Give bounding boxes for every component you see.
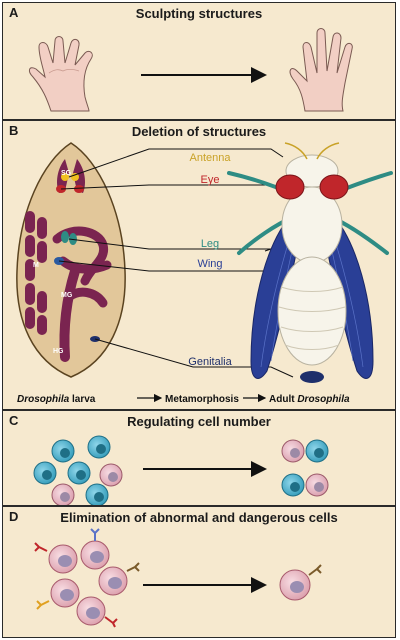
larva-label-sg: SG xyxy=(61,170,72,177)
panel-b-title: Deletion of structures xyxy=(131,124,267,139)
larva-muscle xyxy=(25,211,47,335)
panel-c: C Regulating cell number xyxy=(2,410,396,506)
cell xyxy=(98,566,128,596)
adult-fly xyxy=(227,142,393,383)
cell xyxy=(76,596,106,626)
panel-c-title: Regulating cell number xyxy=(127,414,271,429)
webbed-hand-icon xyxy=(28,36,93,112)
fly-antennae xyxy=(284,142,340,160)
panel-b: B Deletion of structures xyxy=(2,120,396,410)
label-eye: Eye xyxy=(201,174,220,186)
fly-eye-left xyxy=(275,174,305,200)
cell xyxy=(85,483,109,505)
panel-c-letter: C xyxy=(9,413,19,428)
leg-disc xyxy=(61,231,69,243)
cell xyxy=(51,483,75,505)
panel-d-title: Elimination of abnormal and dangerous ce… xyxy=(60,510,338,525)
receptor-icon xyxy=(308,564,322,576)
label-leg: Leg xyxy=(201,238,219,250)
caption-metamorphosis: Metamorphosis xyxy=(165,394,239,405)
cell xyxy=(33,461,57,485)
larva-label-mg: MG xyxy=(61,292,73,299)
salivary-gland xyxy=(57,159,85,193)
label-antenna: Antenna xyxy=(190,152,232,164)
fly-eye-right xyxy=(319,174,349,200)
panel-a-letter: A xyxy=(9,5,19,20)
panel-a: A Sculpting structures xyxy=(2,2,396,120)
cell-cluster-before xyxy=(33,435,123,505)
cell xyxy=(99,463,123,487)
caption-adult: Adult Drosophila xyxy=(269,394,350,405)
fly-genitalia xyxy=(300,371,324,383)
remaining-cell xyxy=(279,564,322,601)
panel-b-art: SG M MG HG Antenna Eye Leg Wing Genitali… xyxy=(16,142,393,405)
label-wing: Wing xyxy=(197,258,222,270)
larva-label-m: M xyxy=(33,262,39,269)
cell xyxy=(305,473,329,497)
receptor-icon xyxy=(34,528,140,628)
cell xyxy=(48,544,78,574)
cell xyxy=(281,473,305,497)
panel-c-art xyxy=(33,435,329,505)
hand-icon xyxy=(289,28,353,112)
abnormal-cell-cluster xyxy=(34,528,140,628)
caption-larva: Drosophila larva xyxy=(17,394,96,405)
label-genitalia: Genitalia xyxy=(188,356,232,368)
panel-a-title: Sculpting structures xyxy=(135,6,263,21)
cell xyxy=(305,439,329,463)
panel-d-letter: D xyxy=(9,509,19,524)
cell-cluster-after xyxy=(281,439,329,497)
cell xyxy=(67,461,91,485)
panel-b-letter: B xyxy=(9,123,19,138)
larva-hindgut xyxy=(59,266,80,362)
panel-d: D Elimination of abnormal and dangerous … xyxy=(2,506,396,638)
panel-d-art xyxy=(34,528,322,628)
larva: SG M MG HG xyxy=(16,142,126,378)
antenna-disc xyxy=(61,173,69,181)
cell xyxy=(50,578,80,608)
larva-label-hg: HG xyxy=(53,348,64,355)
cell xyxy=(51,439,75,463)
panel-a-art xyxy=(28,28,353,112)
cell xyxy=(281,439,305,463)
cell xyxy=(87,435,111,459)
cell xyxy=(80,540,110,570)
